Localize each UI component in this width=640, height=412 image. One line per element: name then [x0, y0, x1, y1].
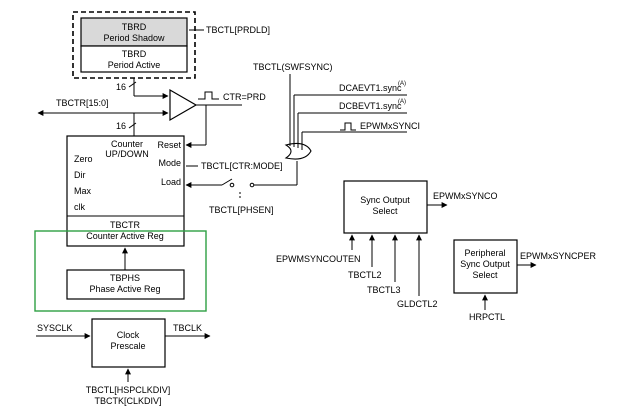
- tbctr-bus-label: TBCTR[15:0]: [56, 98, 109, 108]
- sync-output-subtitle: Select: [372, 206, 398, 216]
- counter-subtitle: UP/DOWN: [105, 149, 149, 159]
- sync-output-title: Sync Output: [360, 195, 410, 205]
- counter-port-clk: clk: [74, 202, 85, 212]
- period-comparator: [169, 88, 198, 122]
- tbrd-period-active-box: [80, 45, 188, 73]
- tbrd-active-subtitle: Period Active: [108, 60, 161, 70]
- counter-block: [66, 135, 185, 247]
- highlight-box: [34, 230, 207, 312]
- periph-sync-title: Peripheral: [464, 248, 505, 258]
- tbrd-shadow-title: TBRD: [122, 22, 147, 32]
- bus-width-top: 16: [116, 82, 126, 92]
- bus-width-bottom: 16: [116, 121, 126, 131]
- phsen-switch: [221, 178, 233, 186]
- counter-port-load: Load: [161, 177, 181, 187]
- clock-prescale-title: Clock: [117, 330, 140, 340]
- epwmxsyncper-label: EPWMxSYNCPER: [520, 251, 597, 261]
- peripheral-sync-select-block: [453, 239, 518, 294]
- tbphs-subtitle: Phase Active Reg: [89, 284, 160, 294]
- hrpctl-label: HRPCTL: [469, 312, 505, 322]
- clock-prescale-block: [91, 318, 166, 368]
- hspclkdiv-label: TBCTL[HSPCLKDIV]: [86, 385, 171, 395]
- periph-sync-select: Select: [472, 270, 498, 280]
- sync-output-select-block: [343, 180, 428, 234]
- dcbevt1-superscript: (A): [398, 99, 406, 105]
- tbctr-title: TBCTR: [110, 220, 140, 230]
- tbclk-label: TBCLK: [173, 323, 202, 333]
- phsen-label: TBCTL[PHSEN]: [209, 205, 274, 215]
- counter-port-mode: Mode: [158, 158, 181, 168]
- sysclk-label: SYSCLK: [37, 323, 73, 333]
- synci-pulse-icon: [340, 122, 356, 131]
- counter-port-reset: Reset: [157, 140, 181, 150]
- counter-port-dir: Dir: [74, 170, 86, 180]
- swfsync-label: TBCTL(SWFSYNC): [253, 62, 333, 72]
- ctrmode-label: TBCTL[CTR:MODE]: [201, 161, 283, 171]
- dcbevt1-label: DCBEVT1.sync: [339, 101, 402, 111]
- tbctr-subtitle: Counter Active Reg: [86, 231, 164, 241]
- dcaevt1-superscript: (A): [398, 81, 406, 87]
- counter-port-max: Max: [74, 186, 92, 196]
- gldctl2-label: GLDCTL2: [397, 299, 438, 309]
- tbrd-shadow-subtitle: Period Shadow: [103, 33, 165, 43]
- tbctl3-label: TBCTL3: [367, 285, 401, 295]
- epwmxsynco-label: EPWMxSYNCO: [433, 191, 498, 201]
- pulse-waveform-icon: [198, 91, 219, 100]
- counter-port-zero: Zero: [74, 154, 93, 164]
- clock-prescale-subtitle: Prescale: [110, 341, 145, 351]
- clkdiv-label: TBCTK[CLKDIV]: [94, 396, 161, 406]
- ctr-prd-label: CTR=PRD: [223, 92, 266, 102]
- periph-sync-subtitle: Sync Output: [460, 259, 510, 269]
- tbctl2-label: TBCTL2: [348, 270, 382, 280]
- counter-title: Counter: [111, 139, 143, 149]
- epwmsyncouten-label: EPWMSYNCOUTEN: [276, 254, 361, 264]
- epwmxsynci-label: EPWMxSYNCI: [360, 121, 420, 131]
- switch-contact-right: [249, 182, 255, 188]
- prdld-label: TBCTL[PRDLD]: [206, 25, 270, 35]
- bus-width-slash-top: [128, 81, 137, 88]
- tbrd-active-title: TBRD: [122, 49, 147, 59]
- bus-width-slash-bottom: [128, 122, 137, 129]
- dcaevt1-label: DCAEVT1.sync: [339, 83, 402, 93]
- tbphs-title: TBPHS: [110, 273, 140, 283]
- switch-contact-left: [229, 182, 235, 188]
